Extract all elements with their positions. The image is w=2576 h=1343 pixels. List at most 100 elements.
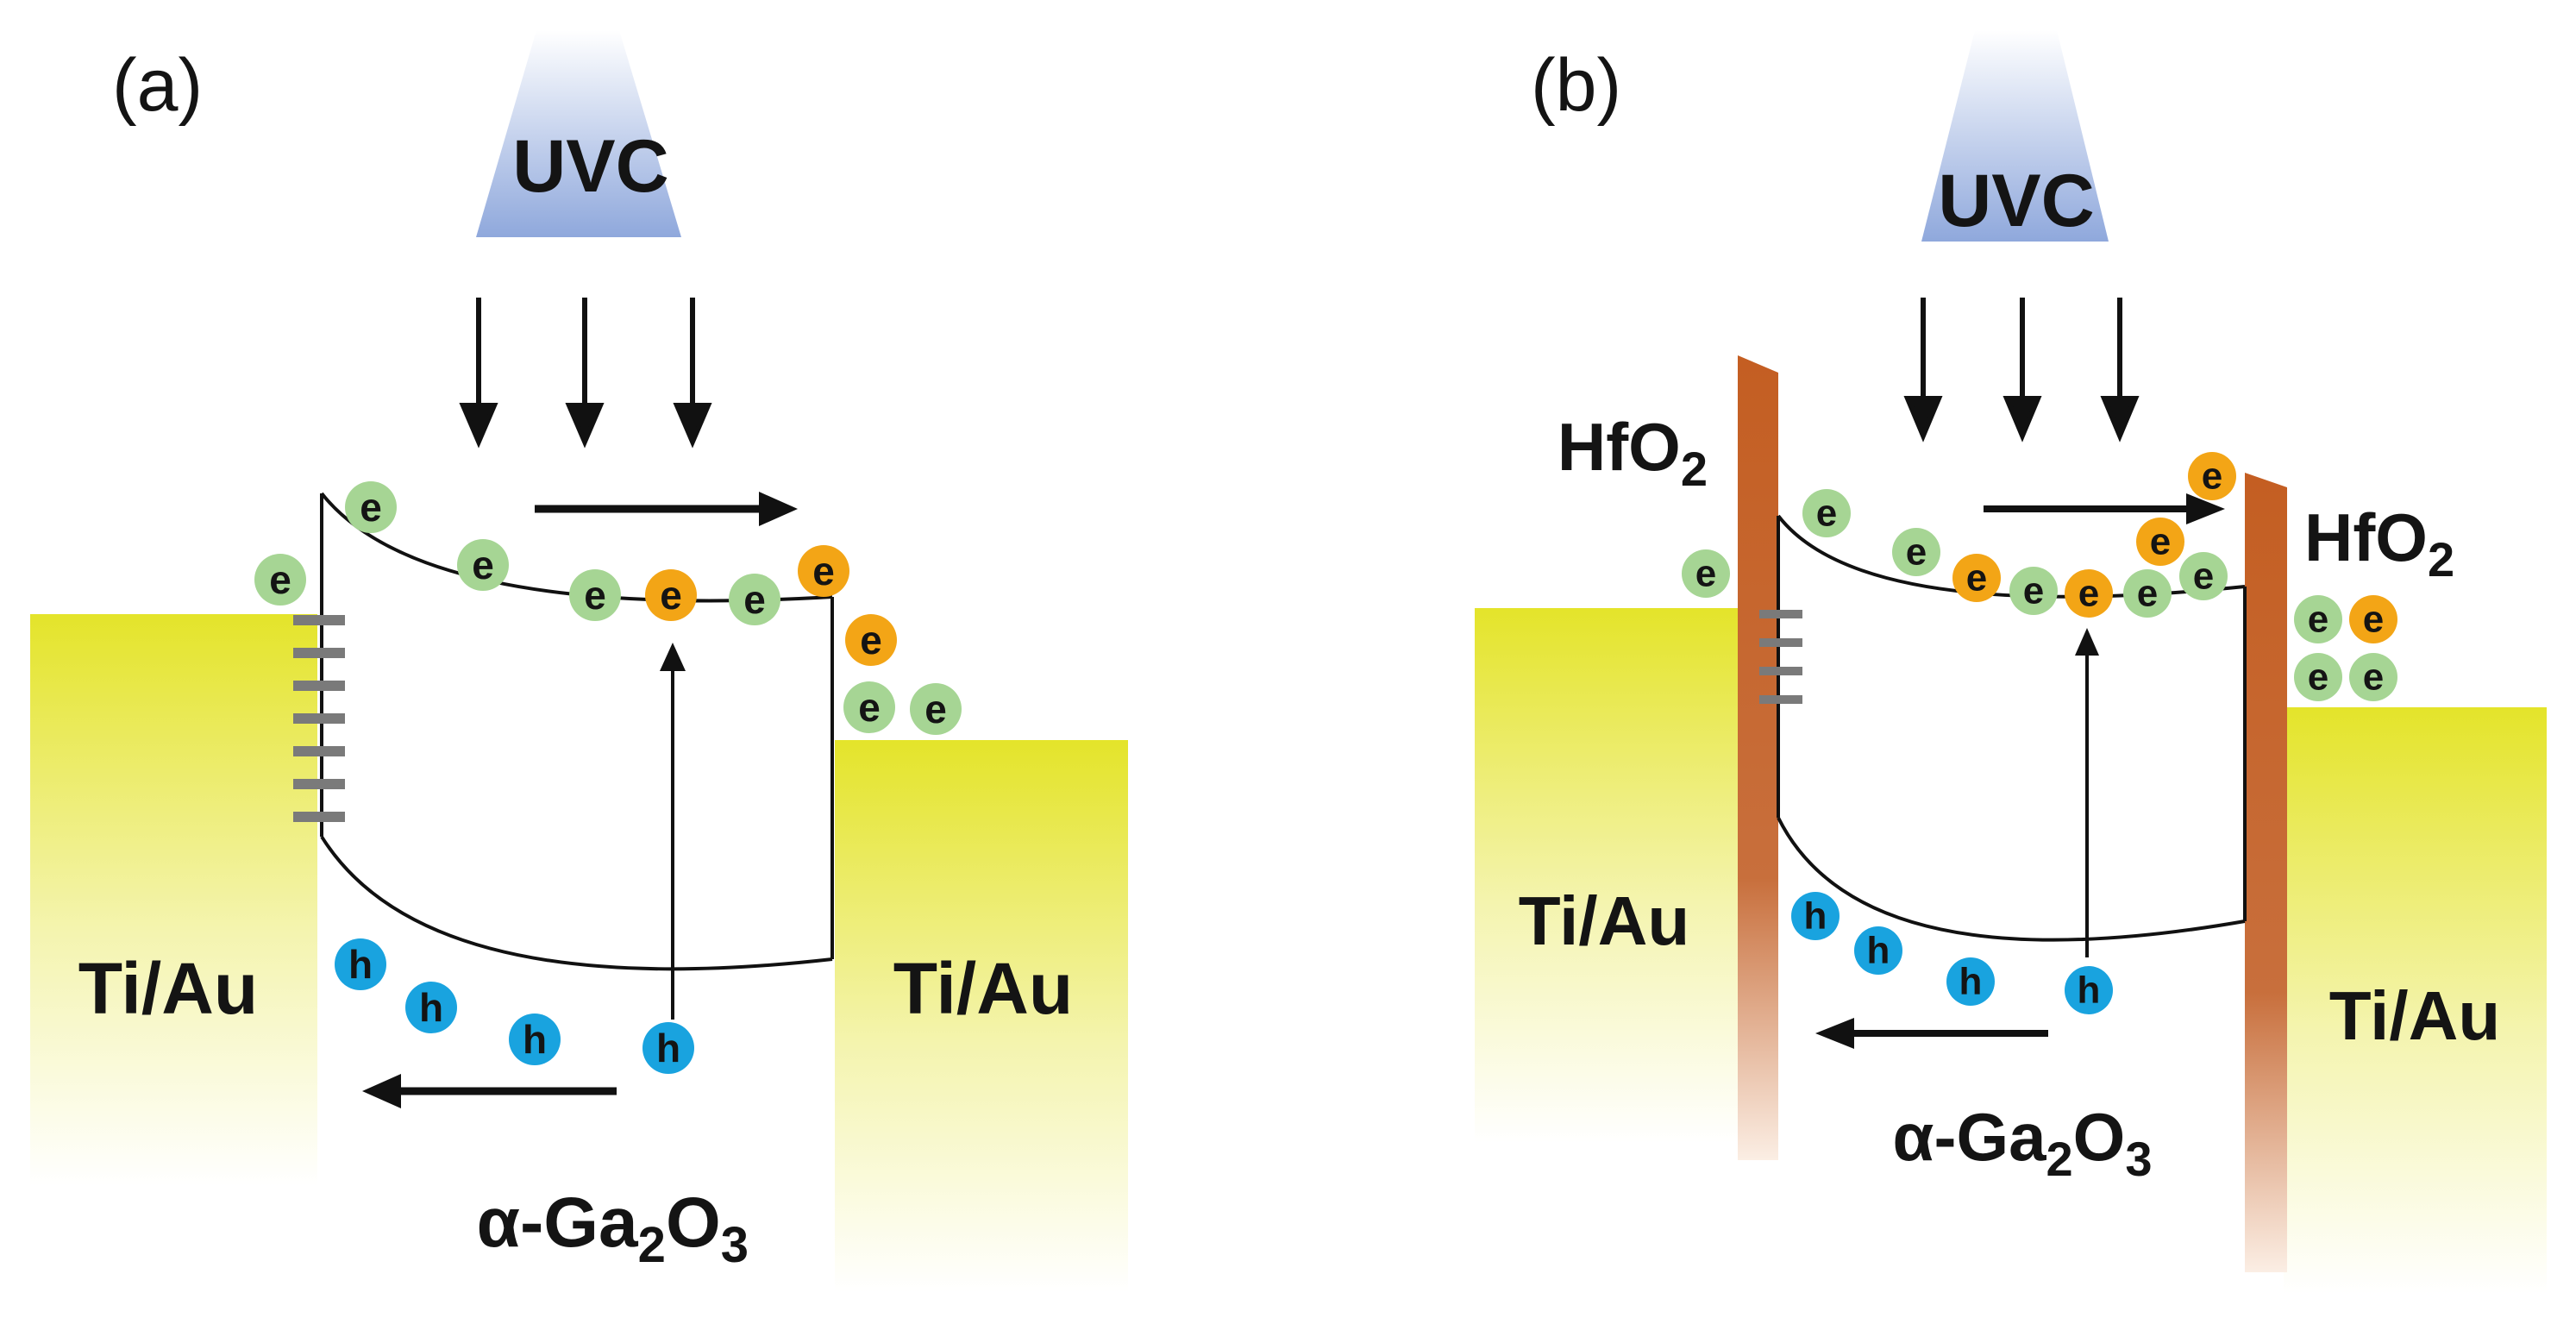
electron: e bbox=[254, 554, 306, 606]
electron: e bbox=[2123, 569, 2172, 618]
svg-text:e: e bbox=[2078, 573, 2099, 615]
hole: h bbox=[1854, 926, 1902, 975]
electron: e bbox=[798, 545, 849, 597]
svg-text:e: e bbox=[2023, 570, 2044, 612]
hole-flow-arrow bbox=[362, 1074, 617, 1108]
hole: h bbox=[642, 1022, 694, 1074]
svg-text:e: e bbox=[2308, 656, 2328, 699]
electron: e bbox=[1892, 528, 1940, 576]
uv-beam bbox=[1921, 30, 2109, 242]
hole: h bbox=[335, 938, 386, 990]
electron: e bbox=[2179, 552, 2228, 600]
holes: h h h h bbox=[1791, 892, 2113, 1014]
excitation-arrow bbox=[2075, 628, 2099, 957]
svg-text:h: h bbox=[1867, 930, 1890, 972]
svg-text:e: e bbox=[360, 485, 382, 530]
electron: e bbox=[2009, 567, 2058, 615]
metal-right bbox=[2284, 707, 2547, 1294]
metal-left bbox=[1475, 608, 1759, 1143]
band-edges bbox=[1777, 514, 2247, 942]
svg-text:e: e bbox=[2363, 599, 2384, 641]
uvc-label: UVC bbox=[512, 125, 669, 208]
panel-b-label: (b) bbox=[1531, 44, 1621, 127]
electron: e bbox=[1952, 554, 2001, 602]
semiconductor-label: α-Ga2O3 bbox=[477, 1183, 749, 1273]
semiconductor-label: α-Ga2O3 bbox=[1893, 1099, 2153, 1186]
electron: e bbox=[2294, 595, 2342, 643]
electron: e bbox=[910, 683, 962, 735]
svg-text:e: e bbox=[858, 685, 881, 730]
holes: h h h h bbox=[335, 938, 694, 1074]
electrons: e e e e e e e e e e e e e e bbox=[1682, 452, 2397, 701]
electron: e bbox=[845, 614, 897, 666]
excitation-arrow bbox=[660, 643, 686, 1020]
electron: e bbox=[645, 569, 697, 621]
svg-text:e: e bbox=[1816, 493, 1837, 535]
oxide-left-label: HfO2 bbox=[1558, 409, 1708, 496]
electron: e bbox=[569, 569, 621, 621]
metal-left-label: Ti/Au bbox=[1519, 882, 1690, 959]
svg-text:e: e bbox=[660, 573, 682, 618]
hole: h bbox=[1946, 957, 1995, 1006]
metal-left-label: Ti/Au bbox=[78, 948, 258, 1029]
light-arrows bbox=[459, 298, 712, 449]
electron: e bbox=[2065, 569, 2113, 618]
panel-b: (b) UVC Ti/Au Ti/Au HfO2 HfO2 bbox=[1475, 30, 2547, 1294]
electron: e bbox=[2188, 452, 2236, 500]
hole: h bbox=[405, 982, 457, 1033]
oxide-barrier-left bbox=[1738, 355, 1778, 1160]
metal-right-label: Ti/Au bbox=[893, 948, 1073, 1029]
svg-text:h: h bbox=[656, 1026, 680, 1070]
svg-text:h: h bbox=[1804, 895, 1827, 938]
electron: e bbox=[1682, 549, 1730, 598]
electron: e bbox=[457, 539, 509, 591]
electron: e bbox=[2349, 595, 2397, 643]
electron: e bbox=[729, 574, 780, 625]
svg-text:e: e bbox=[584, 573, 606, 618]
svg-text:e: e bbox=[1966, 557, 1987, 599]
panel-a: (a) UVC Ti/Au Ti/Au bbox=[30, 30, 1128, 1292]
electron: e bbox=[2294, 653, 2342, 701]
svg-text:h: h bbox=[419, 985, 443, 1030]
uv-beam bbox=[476, 30, 681, 237]
hole-flow-arrow bbox=[1815, 1018, 2048, 1049]
metal-left bbox=[30, 614, 317, 1186]
svg-text:e: e bbox=[812, 549, 835, 593]
oxide-barrier-right bbox=[2245, 473, 2287, 1272]
hole: h bbox=[2065, 966, 2113, 1014]
electron: e bbox=[843, 681, 895, 733]
interface-traps bbox=[1759, 610, 1802, 704]
svg-text:e: e bbox=[860, 618, 882, 662]
svg-text:e: e bbox=[269, 557, 291, 602]
band-edges bbox=[320, 492, 834, 971]
hole: h bbox=[509, 1014, 561, 1065]
interface-traps bbox=[293, 615, 345, 822]
svg-text:e: e bbox=[2308, 599, 2328, 641]
svg-text:e: e bbox=[924, 687, 947, 731]
hole: h bbox=[1791, 892, 1840, 940]
electron: e bbox=[345, 481, 397, 533]
svg-text:h: h bbox=[523, 1017, 547, 1062]
electrons: e e e e e e e e e e bbox=[254, 481, 962, 735]
metal-right-label: Ti/Au bbox=[2329, 977, 2501, 1054]
svg-text:e: e bbox=[2137, 573, 2158, 615]
svg-text:h: h bbox=[2078, 970, 2101, 1012]
electron-flow-arrow bbox=[1984, 493, 2225, 524]
electron-flow-arrow bbox=[535, 492, 798, 526]
electron: e bbox=[2136, 518, 2184, 566]
svg-text:e: e bbox=[2363, 656, 2384, 699]
oxide-right-label: HfO2 bbox=[2304, 499, 2454, 587]
svg-text:h: h bbox=[1959, 961, 1983, 1003]
svg-text:e: e bbox=[2193, 555, 2214, 598]
light-arrows bbox=[1903, 298, 2140, 442]
svg-text:e: e bbox=[2202, 455, 2222, 498]
svg-text:h: h bbox=[348, 942, 373, 987]
svg-text:e: e bbox=[2150, 521, 2171, 563]
svg-text:e: e bbox=[1695, 553, 1716, 595]
panel-a-label: (a) bbox=[112, 44, 203, 127]
metal-right bbox=[835, 740, 1128, 1292]
svg-text:e: e bbox=[743, 577, 766, 622]
uvc-label: UVC bbox=[1938, 160, 2095, 242]
electron: e bbox=[1802, 489, 1851, 537]
